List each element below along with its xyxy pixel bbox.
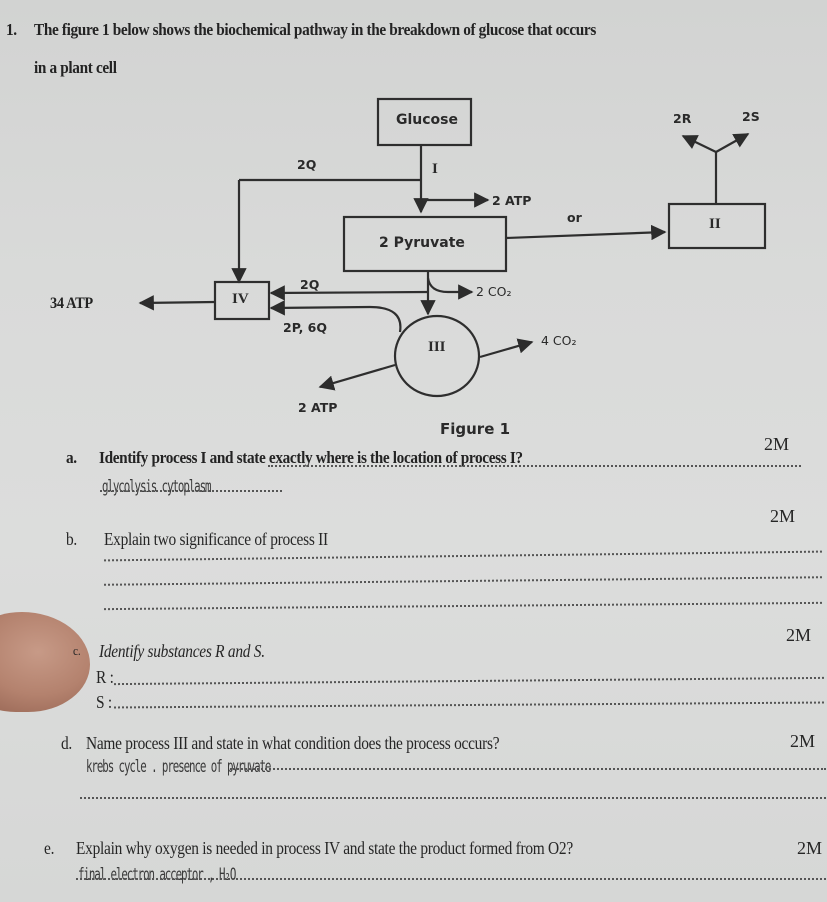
label-process-ii: II bbox=[709, 216, 721, 232]
process-iii-circle bbox=[393, 314, 481, 398]
part-b-question: Explain two significance of process II bbox=[104, 529, 328, 549]
part-e-letter: e. bbox=[44, 838, 55, 858]
label-2q-link: 2Q bbox=[300, 277, 320, 292]
label-2atp-krebs: 2 ATP bbox=[298, 400, 338, 415]
answer-line-b1[interactable] bbox=[104, 550, 822, 562]
marks-d: 2M bbox=[790, 731, 816, 751]
s-label: S : bbox=[96, 692, 112, 712]
label-34atp: 34 ATP bbox=[50, 295, 93, 312]
marks-c: 2M bbox=[786, 625, 812, 645]
glucose-label: Glucose bbox=[396, 112, 459, 128]
part-d-question: Name process III and state in what condi… bbox=[86, 733, 500, 753]
part-d-letter: d. bbox=[61, 733, 73, 753]
part-c-letter: c. bbox=[73, 643, 81, 658]
part-e-answer[interactable]: final electron acceptor , H₂O bbox=[78, 864, 236, 885]
part-d-answer[interactable]: krebs cycle . presence of pyruvate bbox=[86, 756, 271, 777]
glucose-box bbox=[376, 97, 473, 147]
part-a-answer[interactable]: glycolysis cytoplasm bbox=[102, 476, 212, 497]
label-2r: 2R bbox=[673, 111, 692, 126]
question-number: 1. bbox=[6, 20, 17, 39]
label-4co2: 4 CO₂ bbox=[541, 333, 577, 348]
answer-line-d2[interactable] bbox=[80, 797, 826, 799]
figure-caption: Figure 1 bbox=[440, 420, 511, 438]
part-c-question: Identify substances R and S. bbox=[99, 641, 265, 661]
label-process-iv: IV bbox=[232, 291, 249, 307]
label-2co2: 2 CO₂ bbox=[476, 284, 512, 299]
part-e-question: Explain why oxygen is needed in process … bbox=[76, 838, 573, 858]
process-iv-box bbox=[213, 280, 271, 321]
label-process-iii: III bbox=[428, 339, 446, 355]
label-process-i: I bbox=[432, 161, 438, 177]
pyruvate-label: 2 Pyruvate bbox=[379, 235, 465, 251]
answer-line-a1 bbox=[268, 465, 801, 467]
answer-line-s[interactable] bbox=[114, 701, 824, 709]
answer-line-d1 bbox=[230, 768, 826, 770]
thumb-photo-artifact bbox=[0, 612, 90, 712]
answer-line-b2[interactable] bbox=[104, 576, 822, 586]
marks-e: 2M bbox=[797, 838, 823, 858]
marks-a: 2M bbox=[764, 434, 790, 454]
part-b-letter: b. bbox=[66, 529, 78, 549]
part-a-letter: a. bbox=[66, 448, 77, 467]
pyruvate-box bbox=[342, 215, 508, 273]
question-intro-line2: in a plant cell bbox=[34, 58, 117, 77]
answer-line-a2 bbox=[100, 490, 282, 492]
label-2atp-glycolysis: 2 ATP bbox=[492, 193, 532, 208]
part-a-question: Identify process I and state exactly whe… bbox=[99, 448, 523, 467]
marks-b: 2M bbox=[770, 506, 796, 526]
answer-line-r[interactable] bbox=[114, 676, 824, 686]
question-intro-line1: The figure 1 below shows the biochemical… bbox=[34, 20, 596, 39]
pathway-diagram bbox=[138, 97, 767, 398]
r-label: R : bbox=[96, 667, 114, 687]
label-or: or bbox=[567, 210, 582, 225]
answer-line-e1 bbox=[76, 878, 826, 880]
answer-line-b3[interactable] bbox=[104, 601, 822, 611]
label-2s: 2S bbox=[742, 109, 760, 124]
label-2q-top: 2Q bbox=[297, 157, 317, 172]
label-2p-6q: 2P, 6Q bbox=[283, 320, 327, 335]
